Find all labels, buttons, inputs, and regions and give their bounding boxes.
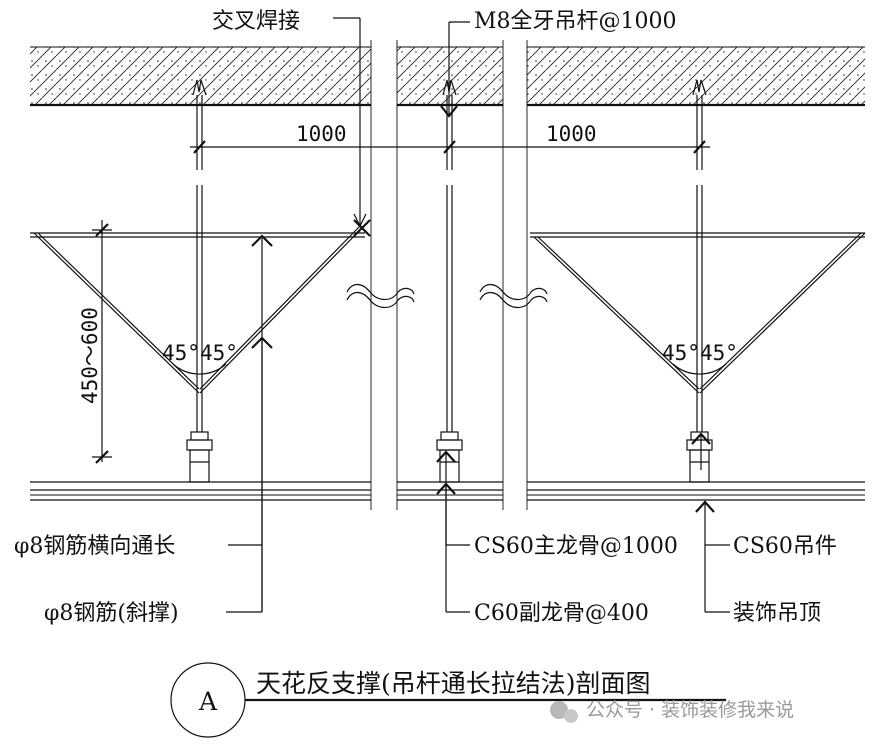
- hanger-label: CS60吊件: [733, 534, 837, 559]
- sub-keel-label: C60副龙骨@400: [474, 601, 649, 626]
- concrete-slab: [30, 46, 865, 107]
- rebar-horizontal-label: φ8钢筋横向通长: [14, 534, 175, 559]
- drawing-title: 天花反支撑(吊杆通长拉结法)剖面图: [256, 669, 651, 698]
- leader-rebar-horizontal: φ8钢筋横向通长: [14, 234, 273, 612]
- watermark: 公众号 · 装饰装修我来说: [550, 699, 794, 723]
- leader-hanger: CS60吊件: [691, 432, 837, 559]
- leader-ceiling: 装饰吊顶: [695, 500, 821, 626]
- leader-cross-weld: 交叉焊接: [212, 9, 367, 228]
- ceiling-label: 装饰吊顶: [733, 601, 821, 626]
- angle-label-2: 45°: [200, 341, 238, 365]
- wechat-icon: [550, 701, 568, 719]
- leader-sub-keel: C60副龙骨@400: [436, 482, 649, 626]
- spacing-dimension: 1000 1000: [190, 122, 710, 154]
- angle-label-1: 45°: [162, 341, 200, 365]
- leader-threaded-rod: M8全牙吊杆@1000: [440, 9, 677, 118]
- height-range-text: 450～600: [78, 307, 102, 404]
- spacing-left-text: 1000: [296, 122, 347, 146]
- leader-rebar-diagonal: φ8钢筋(斜撑): [44, 336, 273, 626]
- angle-label-3: 45°: [662, 341, 700, 365]
- cross-weld-mark: [353, 219, 371, 237]
- angle-label-4: 45°: [700, 341, 738, 365]
- leader-main-keel: CS60主龙骨@1000: [436, 450, 678, 559]
- main-keel-label: CS60主龙骨@1000: [474, 534, 678, 559]
- cross-weld-label: 交叉焊接: [212, 9, 300, 34]
- threaded-rod-label: M8全牙吊杆@1000: [474, 9, 677, 34]
- height-dimension: 450～600: [78, 220, 112, 464]
- section-mark: A: [198, 687, 218, 716]
- spacing-right-text: 1000: [546, 122, 597, 146]
- hanger-rods: [192, 79, 707, 432]
- rebar-diagonal-label: φ8钢筋(斜撑): [44, 601, 179, 626]
- diagonal-braces: [30, 224, 866, 394]
- break-lines: [346, 40, 548, 510]
- watermark-text: 公众号 · 装饰装修我来说: [586, 699, 794, 721]
- ceiling-board: [30, 481, 865, 501]
- title-block: A 天花反支撑(吊杆通长拉结法)剖面图: [170, 662, 726, 738]
